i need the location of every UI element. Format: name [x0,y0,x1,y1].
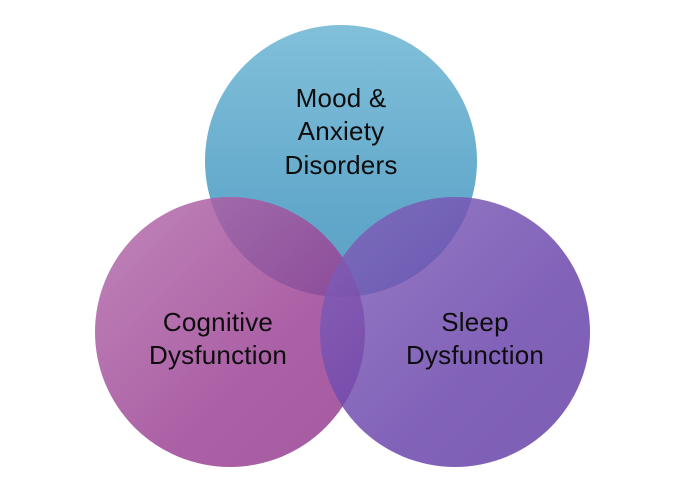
label-cognitive-dysfunction: Cognitive Dysfunction [148,307,288,371]
circle-sleep-dysfunction [320,197,590,467]
label-sleep-dysfunction: Sleep Dysfunction [405,307,545,371]
label-mood-anxiety-disorders: Mood & Anxiety Disorders [284,83,398,180]
